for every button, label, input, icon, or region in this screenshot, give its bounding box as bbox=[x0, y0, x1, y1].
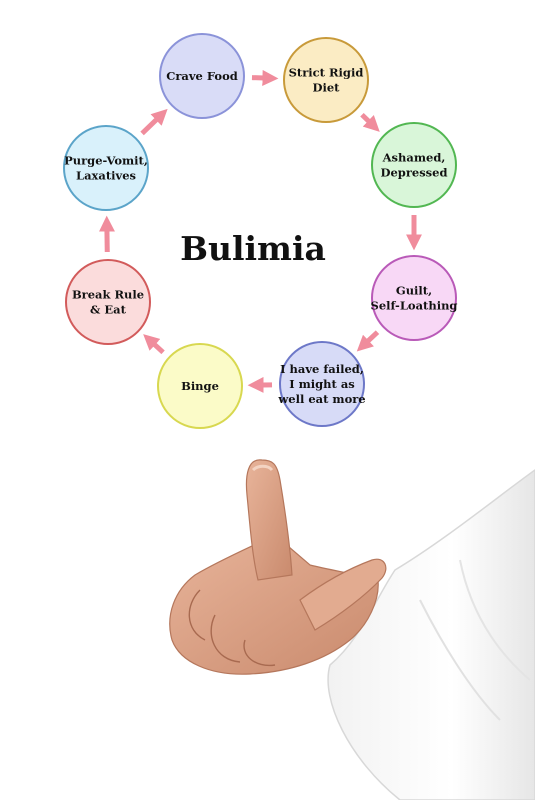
cycle-arrow-purge-to-crave bbox=[140, 108, 168, 136]
cycle-node-circle bbox=[157, 343, 243, 429]
cycle-node-label: I have failed, bbox=[280, 362, 364, 376]
cycle-node-circle bbox=[371, 122, 457, 208]
hand-thumb bbox=[299, 558, 387, 631]
cycle-node-label: Diet bbox=[313, 81, 341, 95]
cycle-node-label: I might as bbox=[289, 377, 355, 391]
diagram-title: Bulimia bbox=[180, 229, 326, 268]
cycle-node-ashamed: Ashamed,Depressed bbox=[371, 122, 457, 208]
cycle-node-circle bbox=[65, 259, 151, 345]
cycle-node-binge: Binge bbox=[157, 343, 243, 429]
cycle-node-label: Ashamed, bbox=[382, 151, 446, 165]
cycle-arrow-guilt-to-failed bbox=[356, 330, 380, 352]
cycle-arrow-crave-to-diet bbox=[251, 69, 279, 86]
pointing-hand-illustration bbox=[169, 459, 535, 800]
cycle-node-label: Laxatives bbox=[76, 169, 136, 183]
cycle-node-purge: Purge-Vomit,Laxatives bbox=[63, 125, 149, 211]
cycle-node-label: Purge-Vomit, bbox=[64, 154, 148, 168]
cycle-node-label: Guilt, bbox=[396, 284, 432, 298]
cycle-node-break: Break Rule& Eat bbox=[65, 259, 151, 345]
cycle-arrow-binge-to-break bbox=[143, 334, 165, 355]
cycle-arrows bbox=[98, 69, 423, 393]
cycle-node-circle bbox=[159, 33, 245, 119]
cycle-node-label: Depressed bbox=[380, 166, 447, 180]
cycle-node-label: Self-Loathing bbox=[371, 299, 458, 313]
cycle-node-label: Strict Rigid bbox=[289, 66, 364, 80]
cycle-node-crave: Crave Food bbox=[159, 33, 245, 119]
cycle-node-label: Binge bbox=[181, 379, 219, 393]
cycle-node-circle bbox=[283, 37, 369, 123]
cycle-arrow-diet-to-ashamed bbox=[360, 112, 380, 132]
cycle-node-circle bbox=[63, 125, 149, 211]
hand-index-finger bbox=[245, 459, 293, 581]
cycle-node-guilt: Guilt,Self-Loathing bbox=[371, 255, 458, 341]
cycle-node-circle bbox=[279, 341, 365, 427]
cycle-node-label: Crave Food bbox=[166, 69, 238, 83]
shirt-sleeve bbox=[327, 469, 535, 800]
cycle-node-label: & Eat bbox=[90, 303, 127, 317]
cycle-node-circle bbox=[371, 255, 457, 341]
cycle-node-label: well eat more bbox=[277, 392, 365, 406]
cycle-node-label: Break Rule bbox=[72, 288, 144, 302]
